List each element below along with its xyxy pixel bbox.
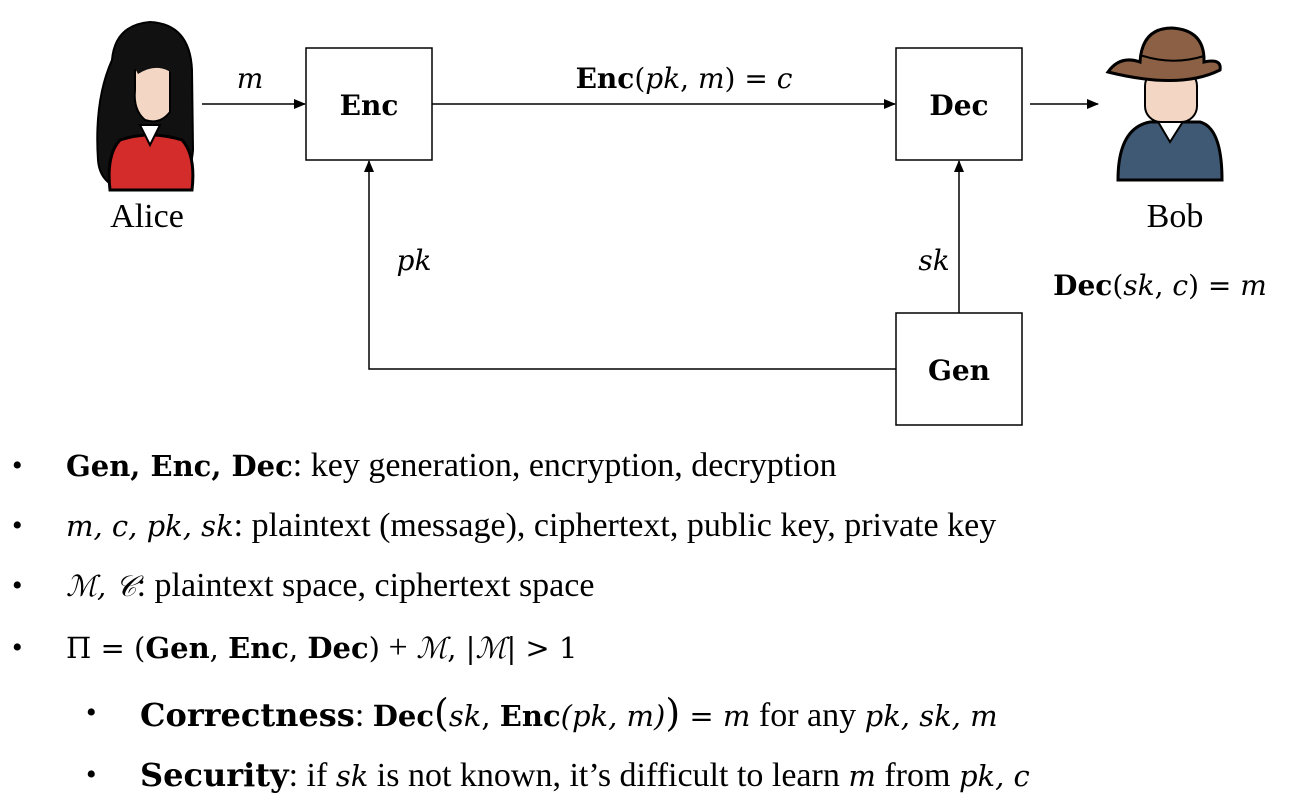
cardinality-condition: | > 1 (506, 631, 578, 665)
plus-sign: + (380, 629, 417, 666)
bullet-spaces-terms: ℳ, 𝒞 (66, 569, 137, 603)
bullet-security: Security: if sk is not known, it’s diffi… (140, 755, 1030, 796)
vars: pk, sk, m (864, 699, 998, 733)
paren: ( (134, 631, 146, 665)
bullet-correctness: Correctness: Dec(sk, Enc(pk, m)) = m for… (140, 693, 998, 736)
bullet-variables-colon: : (233, 507, 244, 544)
bullet-scheme-definition: Π = (Gen, Enc, Dec) + ℳ, |ℳ| > 1 (66, 628, 577, 668)
m-var: m (722, 699, 751, 733)
security-text: : if (288, 757, 336, 794)
paren: ) (368, 631, 380, 665)
bullet-dot: • (12, 569, 23, 602)
gen-box (895, 312, 1023, 426)
gen-box-label: Gen (928, 354, 990, 387)
bullet-variables: m, c, pk, sk: plaintext (message), ciphe… (66, 506, 996, 546)
correctness-label: Correctness (140, 696, 355, 734)
enc-term: Enc (499, 699, 561, 733)
dec-term: Dec (307, 631, 369, 665)
bullet-dot: • (86, 696, 97, 729)
pk-label: pk (397, 244, 432, 277)
bullet-algorithms-terms: Gen, Enc, Dec (66, 449, 293, 483)
comma: , (288, 631, 308, 665)
bullet-algorithms: Gen, Enc, Dec: key generation, encryptio… (66, 446, 837, 486)
security-text: from (875, 757, 959, 794)
sk-var: sk (335, 759, 369, 793)
bullet-algorithms-colon: : (292, 447, 303, 484)
alice-label: Alice (110, 198, 184, 235)
paren: ) (665, 691, 681, 735)
sk-label: sk (918, 244, 949, 277)
equals: = (680, 699, 723, 733)
sk-var: sk (448, 699, 482, 733)
ciphertext-equation: Enc(pk, m) = c (576, 62, 793, 95)
dec-box (895, 47, 1023, 161)
bullet-algorithms-text: key generation, encryption, decryption (302, 447, 837, 484)
dec-box-label: Dec (929, 89, 988, 122)
gen-to-enc-arrow (364, 160, 896, 370)
bullet-dot: • (12, 509, 23, 542)
comma: , (481, 699, 500, 733)
security-text: is not known, it’s difficult to learn (368, 757, 849, 794)
bullet-spaces: ℳ, 𝒞: plaintext space, ciphertext space (66, 566, 594, 606)
paren: ( (434, 691, 449, 735)
dec-term: Dec (372, 699, 435, 733)
encryption-diagram: Alice Bob Enc Dec Gen m Enc(pk, m) = c p… (96, 20, 1267, 426)
comma: , | (447, 631, 476, 665)
enc-args: (pk, m) (560, 699, 666, 733)
vars: pk, c (958, 759, 1030, 793)
enc-box-label: Enc (340, 89, 399, 122)
pi-symbol: Π = (66, 631, 135, 665)
security-label: Security (140, 756, 289, 794)
enc-term: Enc (228, 631, 289, 665)
for-any-text: for any (750, 697, 865, 734)
message-space-symbol: ℳ (416, 631, 448, 665)
colon: : (354, 697, 373, 734)
m-var: m (848, 759, 876, 793)
enc-box (305, 47, 433, 161)
bullet-dot: • (86, 758, 97, 791)
message-label: m (237, 62, 264, 95)
gen-term: Gen (145, 631, 210, 665)
bob-decryption-equation: Dec(sk, c) = m (1053, 269, 1267, 302)
comma: , (209, 631, 229, 665)
bullet-spaces-colon: : (136, 567, 147, 604)
bob-avatar-icon (1105, 26, 1224, 182)
bullet-spaces-text: plaintext space, ciphertext space (146, 567, 595, 604)
bullet-variables-text: plaintext (message), ciphertext, public … (243, 507, 997, 544)
message-space-symbol: ℳ (475, 631, 507, 665)
bob-label: Bob (1147, 198, 1204, 235)
bullet-variables-terms: m, c, pk, sk (66, 509, 234, 543)
alice-avatar-icon (96, 20, 195, 192)
bullet-dot: • (12, 449, 23, 482)
bullet-dot: • (12, 631, 23, 664)
